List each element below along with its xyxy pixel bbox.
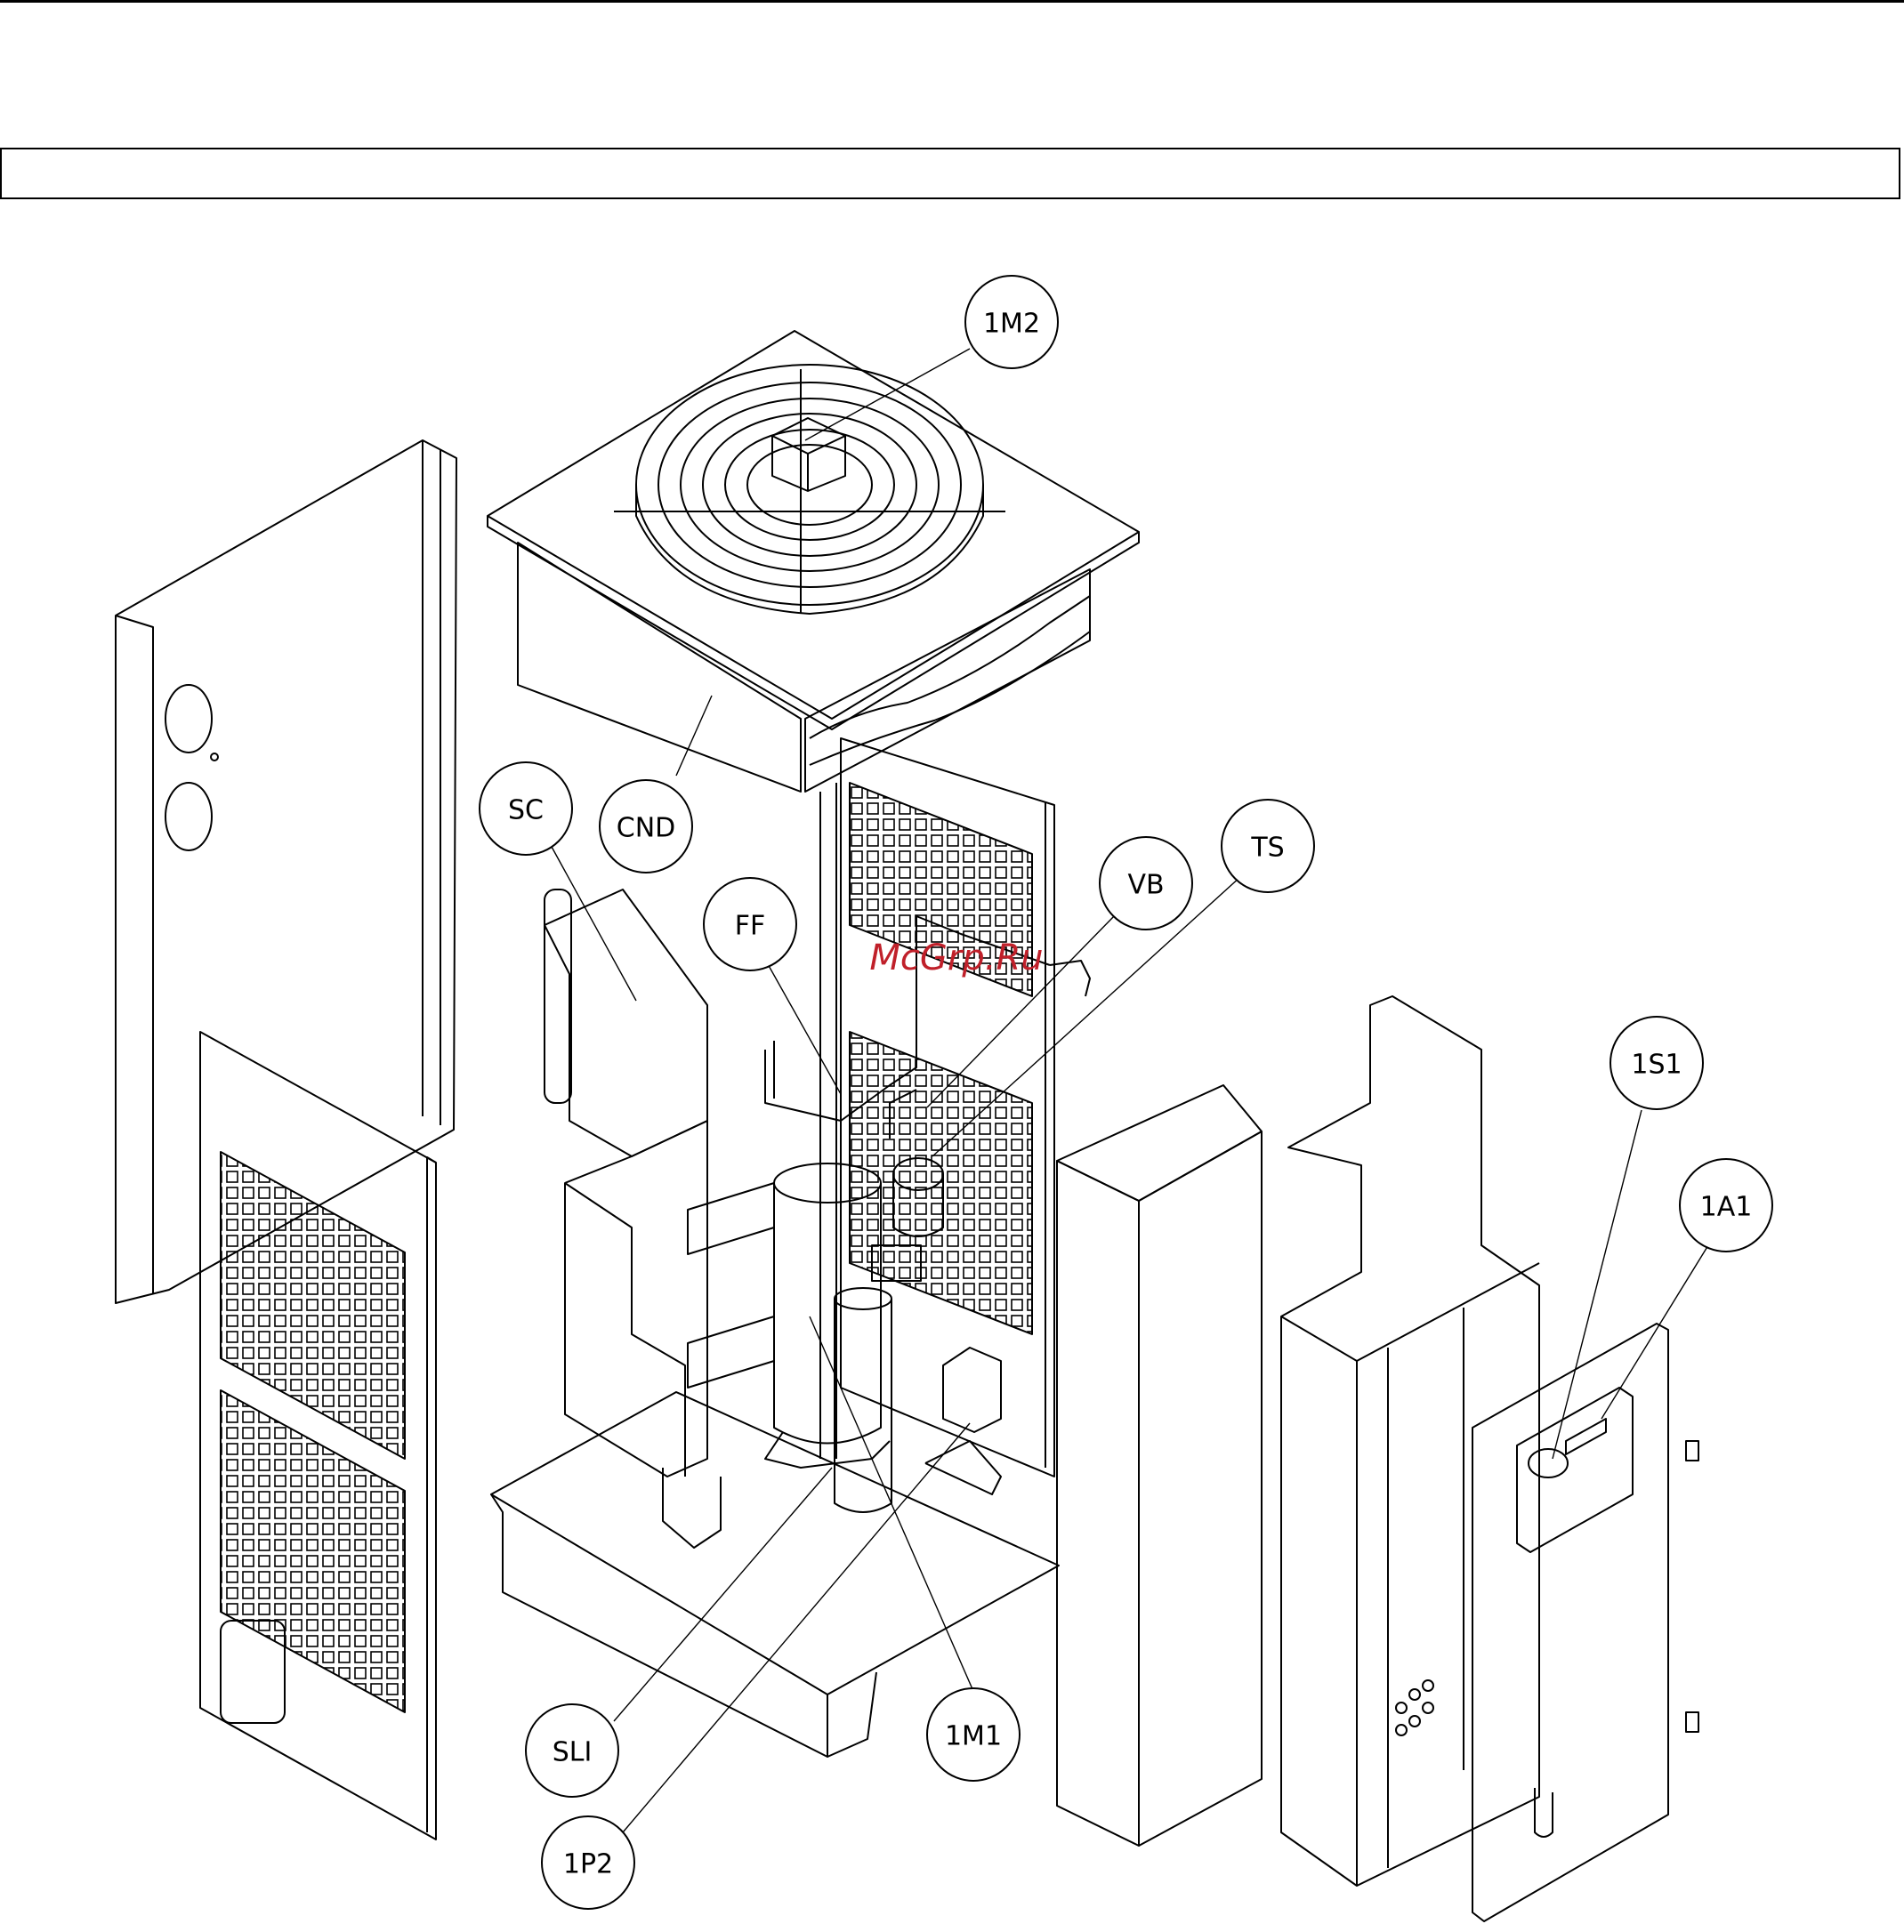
svg-text:VB: VB (1127, 870, 1164, 901)
condenser-top-plate (488, 331, 1139, 1459)
svg-text:1M2: 1M2 (983, 309, 1040, 340)
right-door-panel (1472, 1324, 1698, 1921)
callout-1p2: 1P2 (542, 1816, 634, 1909)
svg-text:TS: TS (1250, 833, 1284, 864)
pressure-switch-bracket (925, 1348, 1001, 1494)
callout-sli: SLI (526, 1704, 618, 1797)
callout-cnd: CND (600, 780, 692, 873)
svg-text:1M1: 1M1 (945, 1721, 1002, 1752)
suction-accumulator (835, 1288, 891, 1512)
right-frame-section (1281, 996, 1539, 1886)
watermark-text: McGrp.Ru (869, 938, 1043, 978)
svg-text:SLI: SLI (553, 1737, 593, 1768)
callout-vb: VB (1100, 837, 1192, 930)
callout-1a1: 1A1 (1680, 1159, 1772, 1252)
callout-1s1: 1S1 (1610, 1017, 1703, 1109)
leader-lines (552, 349, 1708, 1832)
svg-text:CND: CND (617, 813, 676, 844)
front-column-panel (1057, 1085, 1262, 1846)
back-grille-panel (841, 738, 1054, 1477)
svg-text:SC: SC (508, 795, 544, 826)
callout-ts: TS (1222, 800, 1314, 892)
svg-text:1A1: 1A1 (1700, 1192, 1753, 1223)
fan-guard (614, 365, 1005, 614)
callout-ff: FF (704, 878, 796, 970)
svg-text:1P2: 1P2 (563, 1849, 613, 1880)
callout-1m1: 1M1 (927, 1688, 1020, 1781)
control-box (545, 890, 774, 1548)
left-side-panel (116, 440, 456, 1303)
callout-balloons: 1M2 CND SC FF VB TS (480, 276, 1772, 1909)
left-grille-panel (200, 1032, 436, 1839)
callout-1m2: 1M2 (965, 276, 1058, 368)
svg-text:1S1: 1S1 (1631, 1050, 1682, 1081)
callout-sc: SC (480, 762, 572, 855)
svg-text:FF: FF (735, 911, 766, 942)
